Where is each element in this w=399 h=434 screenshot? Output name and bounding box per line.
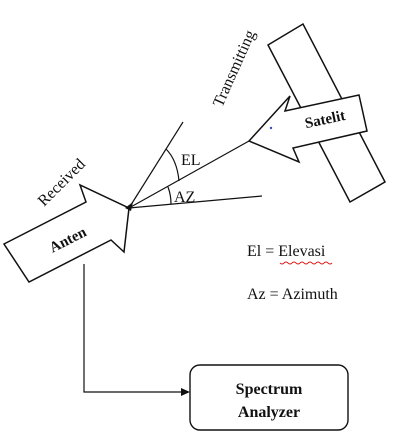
satellite-arrow: [247, 94, 368, 164]
azimuth-definition: Az = Azimuth: [247, 286, 338, 303]
satellite-dot: [269, 126, 273, 130]
azimuth-label: AZ: [174, 189, 195, 206]
elevation-label: EL: [181, 152, 201, 169]
spectrum-analyzer-box: [189, 364, 349, 431]
spectrum-analyzer-line2: Analyzer: [238, 404, 300, 421]
elevation-definition: El = Elevasi: [247, 243, 326, 260]
received-label: Received: [35, 156, 89, 210]
transmitting-label: Transmitting: [210, 28, 259, 110]
transmitting-line: [128, 121, 184, 209]
arrowhead-icon: [125, 202, 133, 211]
antenna-arrow: [2, 183, 130, 283]
spellcheck-underline: [279, 261, 333, 265]
azimuth-arc: [167, 186, 172, 205]
elevation-arc: [165, 148, 180, 182]
connector-line: [83, 264, 182, 393]
satellite-pointing-line: [128, 140, 250, 209]
connector-arrowhead: [181, 388, 190, 396]
azimuth-reference-line: [128, 195, 263, 209]
spectrum-analyzer-line1: Spectrum: [236, 381, 303, 398]
